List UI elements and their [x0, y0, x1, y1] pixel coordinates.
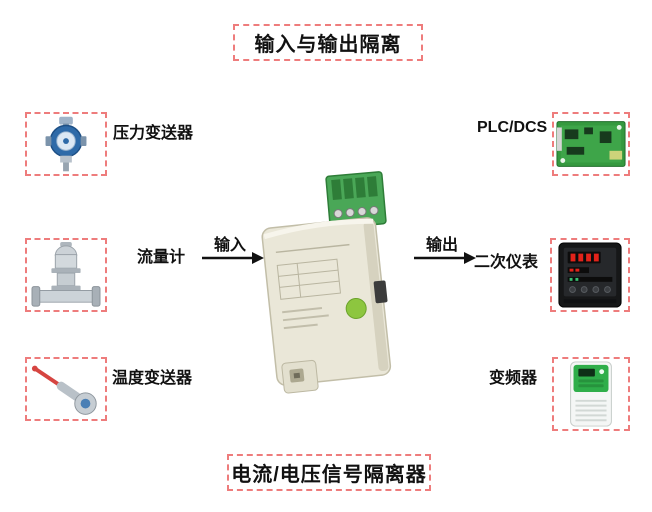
terminal-block [325, 171, 387, 229]
pressure-transmitter-label: 压力变送器 [113, 125, 194, 142]
vfd-box [552, 357, 630, 431]
flow-meter-icon [31, 241, 101, 307]
plc-dcs-board-icon [556, 121, 626, 167]
signal-isolator-module-icon [261, 171, 392, 394]
pressure-transmitter-icon [45, 116, 87, 172]
isolator-body [261, 217, 392, 394]
vfd-label: 变频器 [489, 370, 538, 387]
bottom-title-text: 电流/电压信号隔离器 [231, 464, 427, 486]
output-arrow-icon [414, 252, 476, 264]
vfd-inverter-icon [570, 361, 612, 427]
input-arrow-icon [202, 252, 264, 264]
temperature-transmitter-box [25, 357, 107, 421]
temperature-transmitter-icon [31, 365, 97, 415]
digital-panel-meter-icon [558, 242, 622, 308]
bottom-title-box: 电流/电压信号隔离器 [227, 454, 431, 491]
panel-meter-box [550, 238, 630, 312]
plc-dcs-label: PLC/DCS [477, 119, 548, 136]
flow-meter-label: 流量计 [137, 249, 186, 266]
panel-meter-label: 二次仪表 [474, 254, 539, 271]
output-arrow-label: 输出 [425, 237, 458, 254]
top-title-box: 输入与输出隔离 [233, 24, 423, 61]
temperature-transmitter-label: 温度变送器 [112, 370, 193, 387]
qc-sticker [345, 297, 367, 319]
input-arrow-label: 输入 [213, 237, 246, 254]
flow-meter-box [25, 238, 107, 312]
plc-dcs-box [552, 112, 630, 176]
pressure-transmitter-box [25, 112, 107, 176]
top-title-text: 输入与输出隔离 [254, 34, 402, 56]
